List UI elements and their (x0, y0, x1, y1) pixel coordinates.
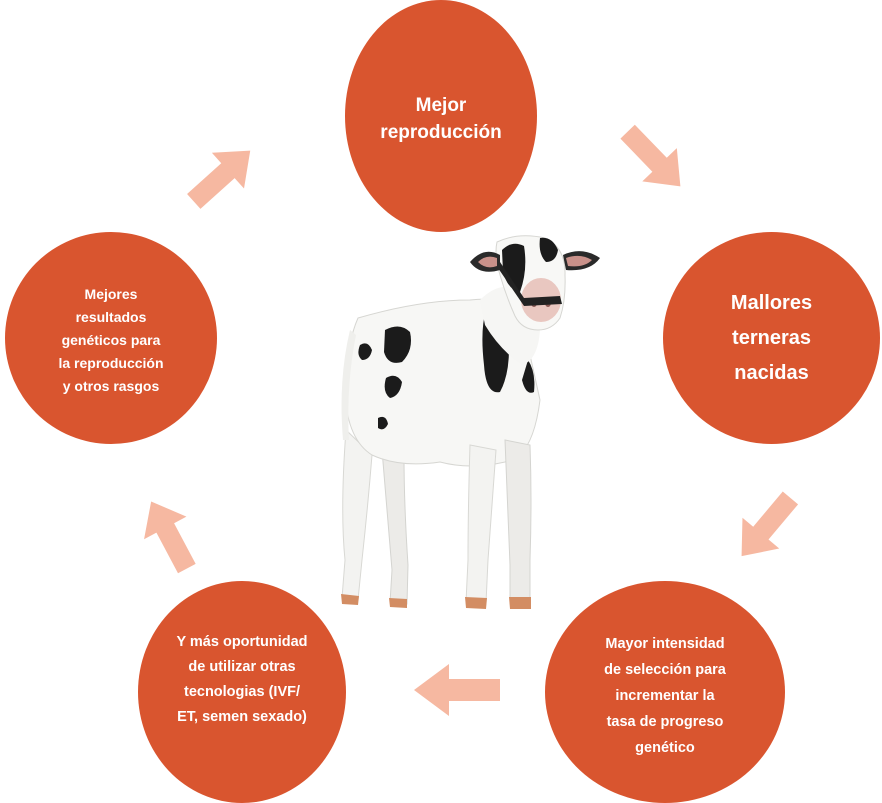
step-circle-4: Y más oportunidad de utilizar otras tecn… (138, 581, 346, 803)
step-label-1: Mejor reproducción (380, 95, 502, 143)
step-label-3: Mayor intensidad de selección para incre… (604, 636, 726, 756)
step-circle-1: Mejor reproducción (345, 0, 537, 232)
arrow-step3-to-step4 (414, 664, 500, 716)
holstein-calf-illustration (341, 235, 600, 609)
arrow-step5-to-step1 (187, 150, 251, 209)
step-circle-5: Mejores resultados genéticos para la rep… (5, 232, 217, 444)
calf-head (470, 235, 600, 331)
step-circle-2: Mallores terneras nacidas (663, 232, 880, 444)
arrow-step1-to-step2 (620, 124, 681, 187)
calf-back-legs (341, 428, 409, 608)
arrow-step2-to-step3 (741, 491, 799, 557)
step-label-4: Y más oportunidad de utilizar otras tecn… (176, 634, 308, 725)
arrow-step4-to-step5 (144, 501, 196, 574)
step-label-2: Mallores terneras nacidas (730, 291, 813, 384)
step-circle-3: Mayor intensidad de selección para incre… (545, 581, 785, 803)
step-label-5: Mejores resultados genéticos para la rep… (58, 285, 164, 394)
calf-front-legs (465, 439, 532, 609)
